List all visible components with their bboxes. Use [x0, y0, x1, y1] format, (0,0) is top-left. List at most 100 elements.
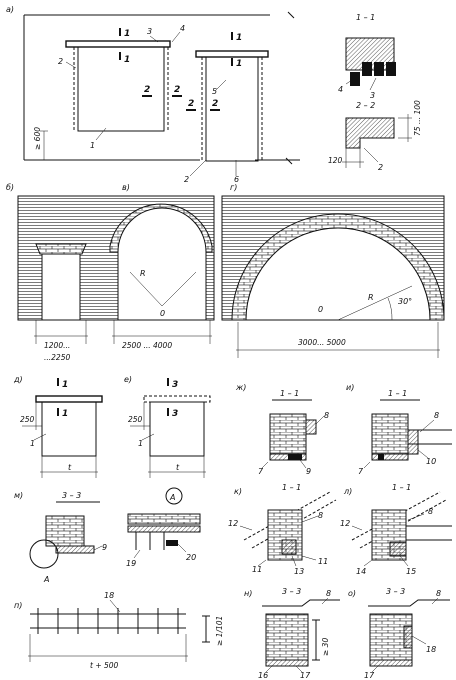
opening-v [117, 207, 207, 321]
leader-lines [351, 513, 425, 567]
opening-edge [135, 532, 165, 550]
part-number-17: 17 [300, 671, 311, 680]
section-1-marks [119, 28, 233, 66]
dimension-2500-4000: 2500 ... 4000 [122, 341, 172, 350]
dimension-min-600: ≥ 600 [33, 127, 42, 150]
hidden-lintel-edges [73, 47, 169, 131]
section-mark-2: 2 [174, 85, 180, 95]
part-number-15: 15 [406, 567, 416, 576]
panel-k-section: к) 1 – 1 8 12 11 13 11 [228, 483, 337, 576]
panel-label-n: н) [244, 589, 252, 598]
panel-m-section: м) 3 – 3 9 А [14, 491, 107, 584]
dimension-t: t [176, 463, 180, 472]
leader-lines [371, 597, 439, 673]
dimension-lines [236, 322, 440, 358]
leader-lines [93, 545, 103, 551]
lintel-plank-2 [195, 50, 269, 58]
section-mark-1: 1 [236, 33, 242, 43]
lintel-plank-1 [65, 40, 171, 48]
section-mark-1: 1 [236, 59, 242, 69]
steel-bar [288, 454, 302, 460]
part-number-2: 2 [184, 175, 189, 184]
callout-circle [165, 487, 183, 505]
part-number-7: 7 [358, 467, 364, 476]
callout-a: А [43, 575, 49, 584]
panel-zh-section: ж) 1 – 1 8 7 9 [235, 383, 329, 476]
brick-section [265, 613, 309, 661]
part-number-16: 16 [258, 671, 268, 680]
floor-slab [368, 599, 450, 607]
part-number-10: 10 [426, 457, 436, 466]
lintel-plank [35, 395, 103, 403]
part-number-12: 12 [228, 519, 238, 528]
section-mark-1: 1 [62, 409, 68, 419]
panel-label-e: е) [124, 375, 132, 384]
part-number-4: 4 [180, 24, 185, 33]
panel-g-semicircular-arch: г) R 0 30° 3000... 5000 [221, 183, 445, 358]
part-number-17: 17 [364, 671, 375, 680]
panel-a-wall-with-lintels: а) 1 1 1 1 2 2 2 2 3 4 2 1 5 2 6 ≥ 600 [6, 5, 300, 184]
dimension-line [130, 402, 150, 430]
panel-label-l: л) [343, 487, 352, 496]
part-number-18: 18 [104, 591, 114, 600]
steel-bar [378, 454, 384, 460]
dimension-min-30: ≥ 30 [321, 638, 330, 656]
radius-label: R [140, 269, 146, 278]
leader-lines [363, 419, 435, 469]
door-opening [205, 56, 259, 162]
part-number-11: 11 [252, 565, 262, 574]
section-title-3-3: 3 – 3 [386, 587, 405, 596]
panel-label-p: п) [14, 601, 22, 610]
mortar-bed [127, 525, 201, 533]
panel-label-k: к) [234, 487, 242, 496]
part-number-1: 1 [90, 141, 95, 150]
panel-l-section: л) 1 – 1 8 12 14 15 [340, 483, 452, 576]
arch-opening-g [245, 227, 431, 321]
dimension-lines [34, 320, 212, 344]
angle-label: 30° [398, 297, 412, 306]
dimension-t-plus-500: t + 500 [90, 661, 119, 670]
dimension-t: t [68, 463, 72, 472]
section-title-3-3: 3 – 3 [62, 491, 81, 500]
part-number-18: 18 [426, 645, 436, 654]
lintel-block [403, 625, 413, 649]
leader-lines [65, 31, 237, 177]
detail-a: А 19 20 [126, 487, 201, 568]
dimension-250: 250 [128, 415, 143, 424]
mortar-bed [371, 453, 409, 461]
section-mark-1: 1 [124, 29, 130, 39]
part-number-2: 2 [378, 163, 383, 172]
lintel-block [407, 429, 419, 455]
leader-lines [109, 599, 121, 613]
panel-label-v: в) [122, 183, 130, 192]
part-number-13: 13 [294, 567, 304, 576]
dimension-line [148, 456, 206, 478]
radius-lines [337, 285, 440, 321]
part-number-19: 19 [126, 559, 136, 568]
origin-label: 0 [318, 305, 323, 314]
part-number-8: 8 [324, 411, 329, 420]
panel-p-rebar-mesh: п) 18 t + 500 ≥ 1/101 [14, 591, 224, 670]
part-number-3: 3 [370, 91, 375, 100]
panel-i-section: и) 1 – 1 8 7 10 [346, 383, 452, 476]
leader-lines [363, 147, 379, 163]
leader-lines [133, 543, 187, 559]
panel-e-hidden-lintel: е) 3 3 250 t 1 [124, 375, 211, 478]
part-number-2: 2 [58, 57, 63, 66]
leader-lines [141, 433, 155, 441]
dimension-line [342, 148, 364, 168]
wall-section-2-2 [345, 117, 395, 149]
lintel-rebar [305, 419, 317, 435]
panel-label-o: о) [348, 589, 356, 598]
dimension-1200: 1200... [44, 341, 70, 350]
part-number-12: 12 [340, 519, 350, 528]
opening-d [41, 401, 97, 457]
section-title-3-3: 3 – 3 [282, 587, 301, 596]
angle-arc [387, 297, 393, 321]
section-mark-2: 2 [188, 99, 194, 109]
wall-outline [23, 14, 300, 161]
panel-label-g: г) [230, 183, 237, 192]
dimension-ratio: ≥ 1/101 [215, 616, 224, 646]
floor-slab [262, 599, 340, 607]
panels-b-v-arches: б) в) R 0 1200... ...2250 2500 ... 4000 [6, 183, 215, 362]
